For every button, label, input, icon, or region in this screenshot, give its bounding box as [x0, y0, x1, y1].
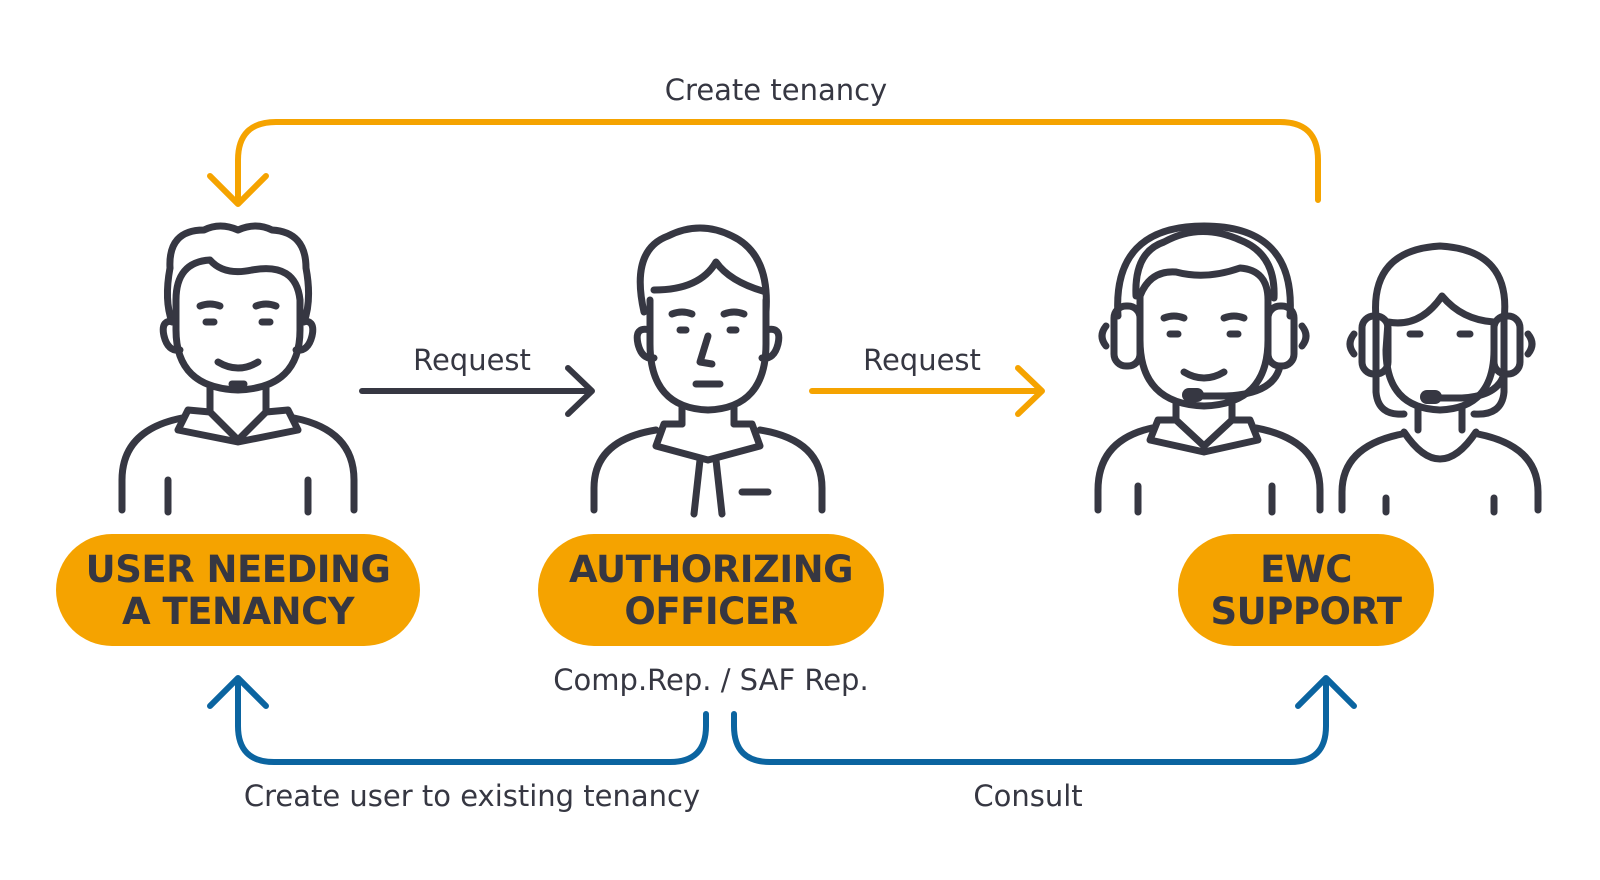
headset-right-cup — [1264, 302, 1298, 370]
request-arrow-user-to-officer — [359, 365, 595, 417]
support-man-icon — [1094, 222, 1324, 516]
consult-arrow — [731, 675, 1357, 765]
create-tenancy-label: Create tenancy — [665, 73, 887, 107]
support-pill-line2: SUPPORT — [1211, 590, 1403, 633]
support-pill: EWC SUPPORT — [1178, 534, 1434, 646]
request-label-2: Request — [863, 343, 981, 377]
create-user-label: Create user to existing tenancy — [244, 779, 700, 813]
consult-label: Consult — [973, 779, 1082, 813]
request-label-1: Request — [413, 343, 531, 377]
officer-person-icon — [590, 224, 826, 518]
support-pill-line1: EWC — [1260, 548, 1352, 591]
officer-pill-line1: AUTHORIZING — [569, 548, 853, 591]
create-user-arrow — [207, 675, 709, 765]
request-arrow-officer-to-support — [809, 365, 1045, 417]
officer-caption: Comp.Rep. / SAF Rep. — [553, 663, 868, 697]
create-tenancy-arrow — [207, 119, 1321, 207]
headset-left-cup-2 — [1358, 312, 1392, 378]
officer-pill: AUTHORIZING OFFICER — [538, 534, 884, 646]
user-pill: USER NEEDING A TENANCY — [56, 534, 420, 646]
officer-pill-line2: OFFICER — [624, 590, 797, 633]
headset-left-cup — [1110, 302, 1144, 370]
user-person-icon — [118, 222, 358, 516]
support-woman-icon — [1338, 242, 1542, 516]
user-pill-line2: A TENANCY — [122, 590, 356, 633]
user-pill-line1: USER NEEDING — [86, 548, 391, 591]
